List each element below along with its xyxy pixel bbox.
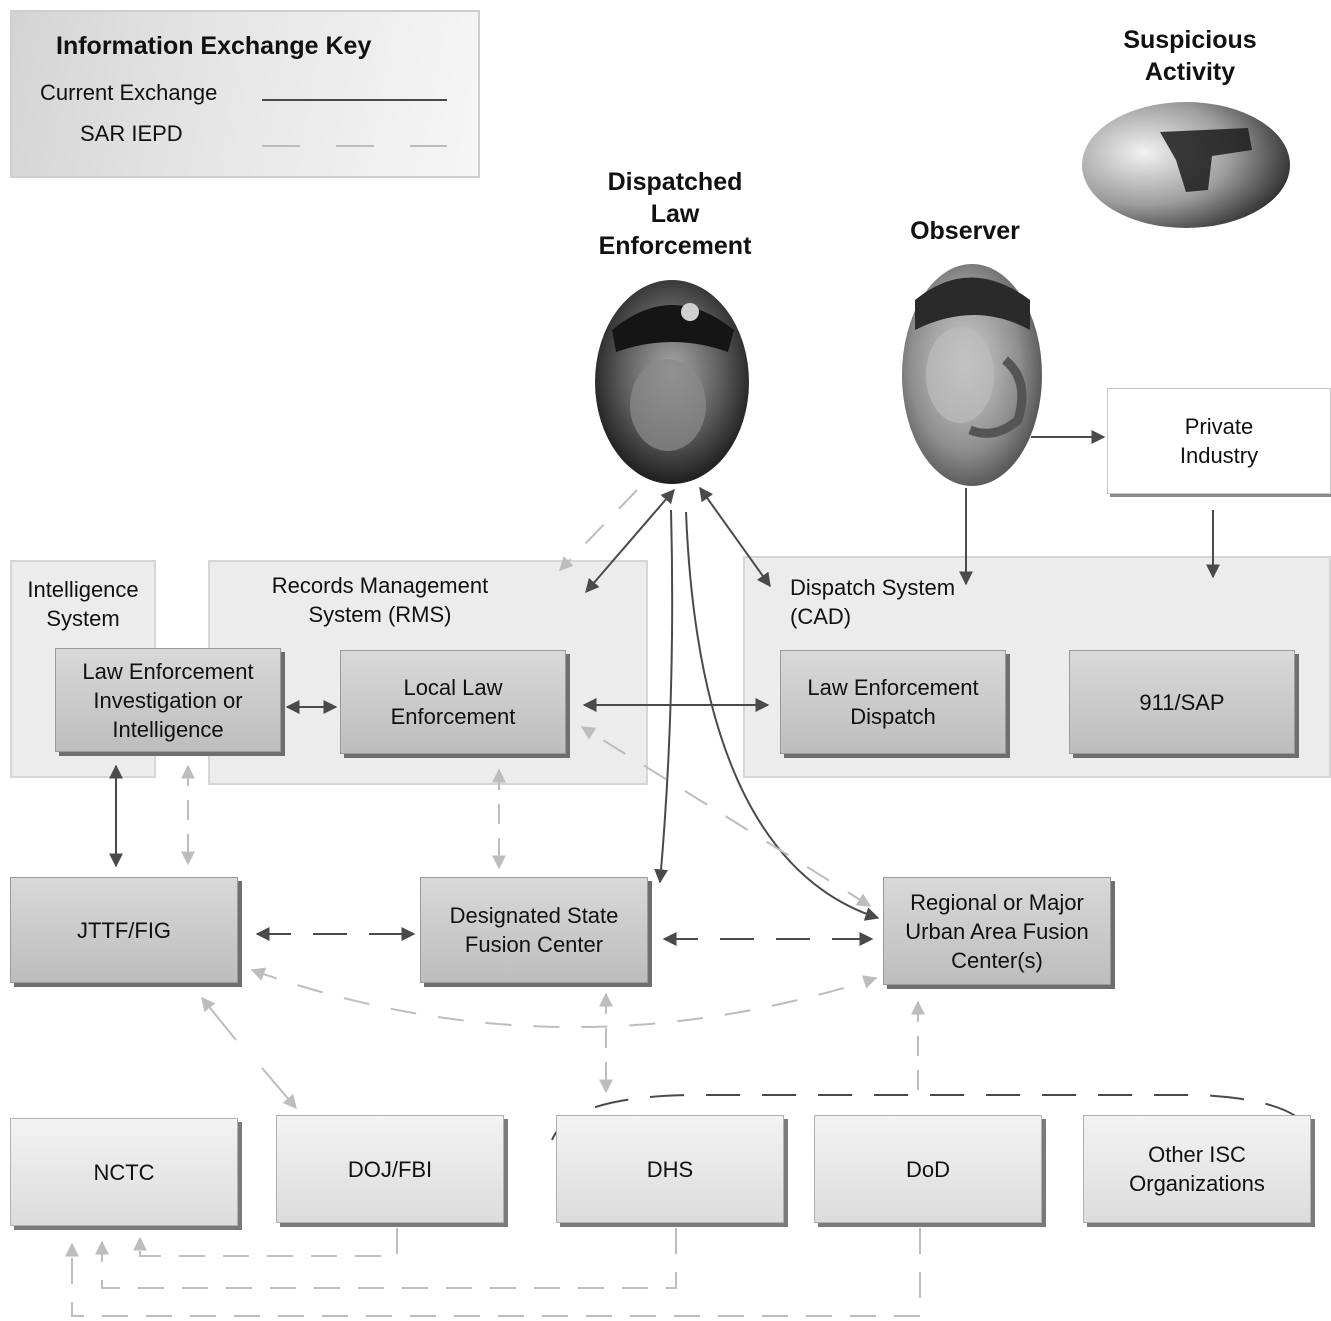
- key-sar-iepd-label: SAR IEPD: [80, 121, 183, 146]
- officer-rms-arrow: [585, 488, 675, 594]
- rms-label: Records Management System (RMS): [271, 573, 489, 627]
- suspicious-activity-photo: [1082, 102, 1290, 228]
- other-isc-box: Other ISC Organizations: [1083, 1115, 1311, 1223]
- regional-fusion-box: Regional or Major Urban Area Fusion Cent…: [883, 877, 1111, 985]
- dod-box: DoD: [814, 1115, 1042, 1223]
- cad-label: Dispatch System (CAD): [790, 575, 956, 629]
- jttf-regional-fusion-sar-curve: [250, 967, 878, 1028]
- dod-to-nctc-sar-line: [65, 1228, 921, 1317]
- dhs-to-nctc-sar-line: [95, 1228, 677, 1289]
- regional-fusion-local-le-sar-arrow: [580, 726, 872, 907]
- dispatched-law-enforcement-photo: [595, 280, 749, 484]
- information-exchange-key: [10, 10, 480, 178]
- intelligence-system-label: Intelligence System: [27, 577, 139, 631]
- observer-label: Observer: [910, 217, 1020, 245]
- key-title: Information Exchange Key: [56, 32, 372, 60]
- jttf-doj-arrow-b: [261, 1067, 297, 1110]
- officer-cad-arrow: [699, 486, 771, 588]
- officer-to-state-fusion-arrow: [654, 509, 674, 884]
- sap-911-box: 911/SAP: [1069, 650, 1295, 754]
- key-current-exchange-label: Current Exchange: [40, 80, 218, 105]
- le-dispatch-box: Law Enforcement Dispatch: [780, 650, 1006, 754]
- local-le-box: Local Law Enforcement: [340, 650, 566, 754]
- suspicious-activity-label: Suspicious Activity: [1123, 26, 1257, 86]
- private-industry-box: Private Industry: [1107, 388, 1331, 494]
- jttf-fig-box: JTTF/FIG: [10, 877, 238, 983]
- doj-fbi-box: DOJ/FBI: [276, 1115, 504, 1223]
- observer-photo: [902, 264, 1042, 486]
- state-fusion-box: Designated State Fusion Center: [420, 877, 648, 983]
- doj-to-nctc-sar-line: [133, 1228, 398, 1257]
- officer-rms-sar-arrow: [559, 489, 638, 572]
- dhs-box: DHS: [556, 1115, 784, 1223]
- jttf-doj-arrow-a: [201, 996, 237, 1041]
- nctc-box: NCTC: [10, 1118, 238, 1226]
- le-investigation-box: Law Enforcement Investigation or Intelli…: [55, 648, 281, 752]
- dispatched-law-enforcement-label: Dispatched Law Enforcement: [598, 168, 752, 260]
